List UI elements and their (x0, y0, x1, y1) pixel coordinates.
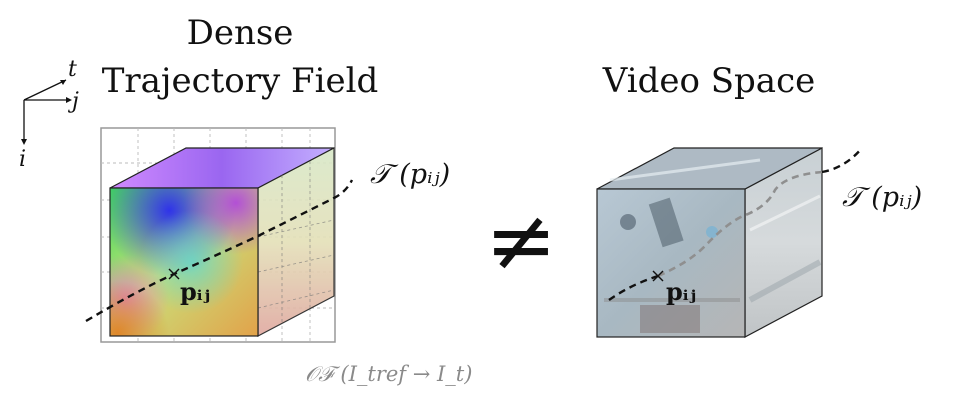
trajectory-field-cube (100, 127, 336, 343)
trajectory-curve-left (85, 179, 354, 323)
trajectory-label-right: 𝒯 (pᵢⱼ) (842, 182, 922, 213)
video-space-cube (596, 147, 823, 338)
point-label-right: pᵢⱼ (666, 277, 696, 306)
axis-label-i: i (19, 147, 26, 172)
optical-flow-label: 𝒪ℱ (I_tref → I_t) (305, 362, 472, 386)
axis-indicator (21, 79, 72, 145)
trajectory-curve-right-outer (608, 274, 659, 301)
title-video-space: Video Space (602, 61, 815, 101)
point-marker-left (168, 268, 180, 280)
axis-label-t: t (68, 57, 77, 82)
trajectory-label-left: 𝒯 (pᵢⱼ) (370, 159, 450, 190)
point-label-left: pᵢⱼ (180, 277, 210, 306)
title-dense: Dense (187, 13, 294, 53)
video-cube-front-face (596, 188, 746, 338)
cube-front-face (109, 187, 259, 337)
title-trajectory-field: Trajectory Field (102, 61, 379, 101)
video-frame-content (604, 197, 740, 333)
trajectory-curve-right-exit (821, 147, 863, 174)
trajectory-curve-right-inner (657, 170, 823, 278)
point-marker-right (652, 270, 664, 282)
not-equal-sign: ≠ (485, 191, 557, 291)
